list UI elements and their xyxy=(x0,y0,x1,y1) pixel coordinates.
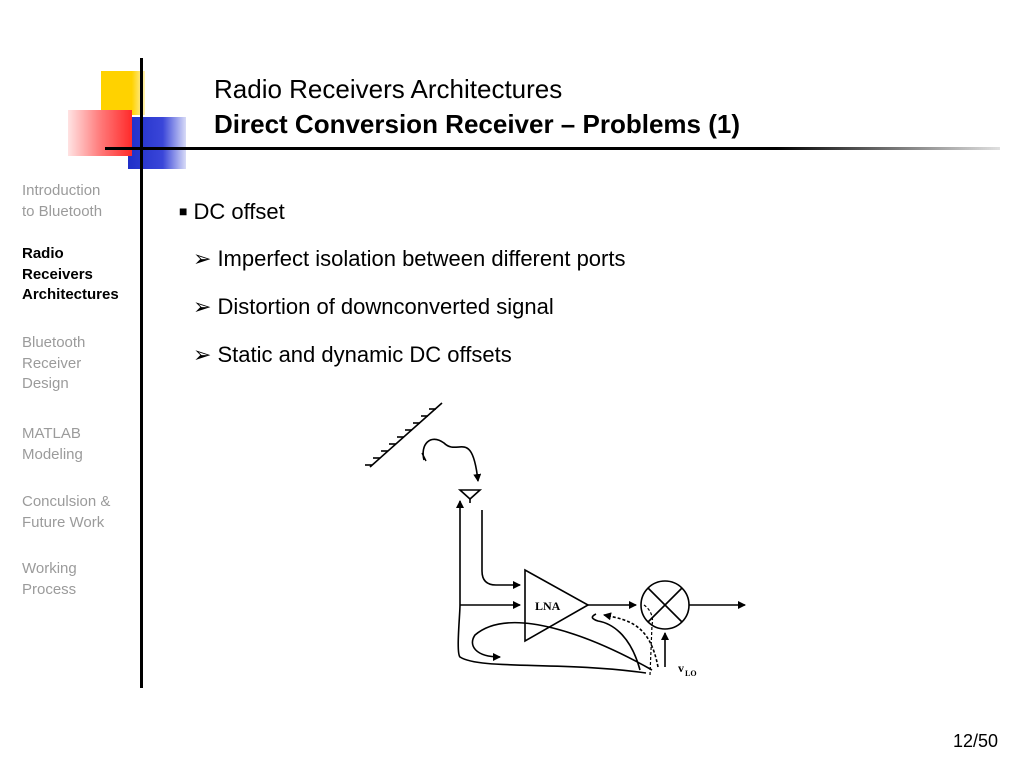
vertical-divider xyxy=(140,58,143,688)
arrow-bullet-icon: ➢ xyxy=(193,294,212,319)
sidebar-item-working-process[interactable]: Working Process xyxy=(22,559,137,600)
lo-label: v xyxy=(678,661,684,675)
subbullet: ➢Imperfect isolation between different p… xyxy=(193,246,625,272)
square-bullet-icon: ■ xyxy=(179,203,188,219)
sidebar-item-label: Architectures xyxy=(22,286,119,303)
logo-yellow-square xyxy=(101,71,145,115)
sidebar-item-label: Conculsion & xyxy=(22,493,111,510)
lo-subscript: LO xyxy=(685,669,697,678)
slide-subtitle: Direct Conversion Receiver – Problems (1… xyxy=(214,109,740,139)
logo-blue-square xyxy=(128,117,186,169)
slide-title: Radio Receivers Architectures xyxy=(214,74,563,104)
dc-offset-diagram: LNA v LO xyxy=(365,402,746,678)
sidebar-item-label: Radio xyxy=(22,245,64,262)
sidebar-item-label: Receiver xyxy=(22,354,82,372)
sidebar-item-label: MATLAB xyxy=(22,425,81,442)
sidebar-item-label: Future Work xyxy=(22,513,105,531)
subbullet-text: Imperfect isolation between different po… xyxy=(217,246,626,271)
sidebar-item-conclusion[interactable]: Conculsion & Future Work xyxy=(22,492,137,533)
reflection-arrow xyxy=(422,438,482,482)
sidebar-item-label: Introduction xyxy=(22,182,101,199)
subbullet: ➢Distortion of downconverted signal xyxy=(193,294,554,320)
sidebar-item-label: Bluetooth xyxy=(22,334,86,351)
page-number: 12/50 xyxy=(952,731,998,751)
sidebar-item-label: Process xyxy=(22,580,77,598)
sidebar-item-introduction[interactable]: Introduction to Bluetooth xyxy=(22,181,137,222)
bullet-dc-offset: ■ DC offset xyxy=(179,199,285,225)
sidebar-item-matlab[interactable]: MATLAB Modeling xyxy=(22,424,137,465)
title-underline xyxy=(105,147,1000,150)
arrow-bullet-icon: ➢ xyxy=(193,246,212,271)
lna-amplifier xyxy=(524,568,590,643)
sidebar-item-label: to Bluetooth xyxy=(22,202,103,220)
arrow-bullet-icon: ➢ xyxy=(193,342,212,367)
antenna-icon xyxy=(457,489,483,501)
reflector-icon xyxy=(365,402,443,468)
subbullet-text: Distortion of downconverted signal xyxy=(217,294,554,319)
sidebar-item-label: Design xyxy=(22,375,69,392)
sidebar-item-label: Receivers xyxy=(22,265,93,283)
sidebar-item-radio-receivers[interactable]: Radio Receivers Architectures xyxy=(22,244,137,306)
sidebar-item-bluetooth-receiver[interactable]: Bluetooth Receiver Design xyxy=(22,333,137,395)
lna-label: LNA xyxy=(535,599,561,613)
sidebar-item-label: Modeling xyxy=(22,445,83,463)
sidebar-item-label: Working xyxy=(22,560,77,577)
subbullet: ➢Static and dynamic DC offsets xyxy=(193,342,512,368)
bullet-text: DC offset xyxy=(193,199,285,224)
subbullet-text: Static and dynamic DC offsets xyxy=(217,342,512,367)
